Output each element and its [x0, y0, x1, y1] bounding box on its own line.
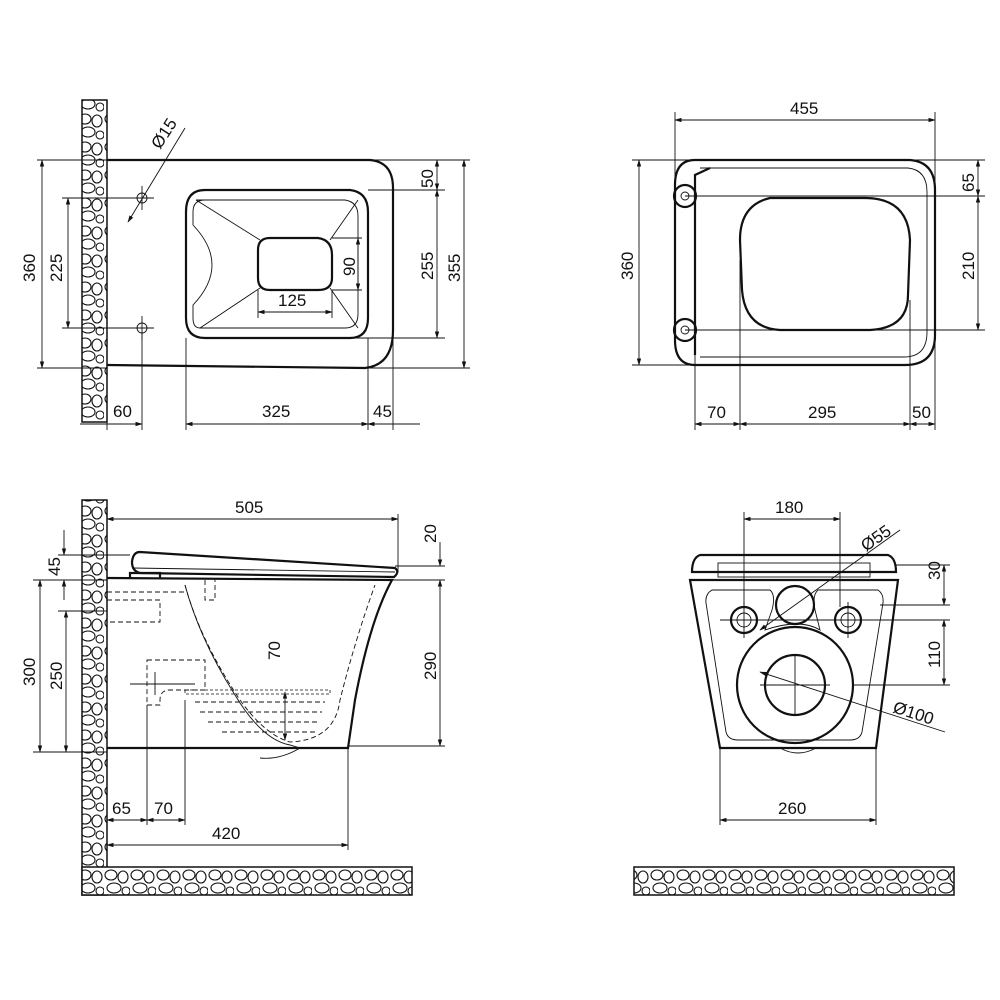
- trap-side: [107, 584, 376, 743]
- water-level: [184, 689, 331, 695]
- dim-bottom-width: 260: [778, 799, 806, 818]
- dim-back-top-offset: 30: [925, 561, 944, 580]
- seat-inner: [693, 167, 711, 355]
- seat-back: [690, 553, 898, 574]
- seat-view: 455 360 65 210 70 295 50: [618, 99, 985, 430]
- dim-inlet-spacing: 180: [775, 498, 803, 517]
- inlet-back: [774, 584, 816, 626]
- dim-outlet-offset: 70: [154, 799, 173, 818]
- dim-inner-width: 255: [418, 252, 437, 280]
- dim-outlet-diameter: Ø100: [891, 698, 936, 729]
- dim-bolt-spacing: 225: [47, 254, 66, 282]
- seat-outline: [673, 158, 937, 367]
- dim-front-dist: 50: [912, 403, 931, 422]
- dim-wall-gap: 60: [113, 402, 132, 421]
- wall-side-view: [81, 499, 108, 896]
- dim-side-total-length: 505: [235, 498, 263, 517]
- outlet-top: [256, 236, 334, 292]
- dim-drain-length: 420: [212, 824, 240, 843]
- dim-seat-height: 45: [45, 557, 64, 576]
- dim-inlet-diameter: Ø55: [857, 521, 894, 555]
- bowl-side-outline: [106, 576, 394, 750]
- dim-outlet-height: 250: [47, 662, 66, 690]
- dim-outlet-depth: 90: [340, 257, 359, 276]
- dim-hole-diameter: Ø15: [147, 115, 180, 152]
- dim-outlet-width: 125: [278, 291, 306, 310]
- dim-hinge-dist: 70: [707, 403, 726, 422]
- back-view: 180 Ø55 30 110 Ø100 260: [633, 498, 955, 896]
- outlet-pipe-side: [107, 599, 206, 706]
- dim-seat-total-length: 455: [790, 99, 818, 118]
- wall-top-view: [81, 99, 108, 423]
- floor-back-view: [633, 866, 955, 896]
- dim-seat-thickness: 20: [421, 524, 440, 543]
- seat-opening: [738, 196, 912, 332]
- dim-outer-width: 355: [445, 254, 464, 282]
- dim-hinge-offset: 65: [959, 173, 978, 192]
- dim-seat-length: 295: [808, 403, 836, 422]
- dim-bowl-length: 325: [262, 402, 290, 421]
- floor-side-view: [81, 866, 413, 896]
- dim-seat-total-width: 360: [618, 252, 637, 280]
- side-view: 505 20 45 300 250 290 70 65 70 420: [20, 498, 445, 896]
- dim-inlet-to-outlet: 110: [925, 641, 944, 668]
- dim-front-gap: 45: [373, 402, 392, 421]
- dim-bolt-height: 300: [20, 658, 39, 686]
- top-view: Ø15 360 225 50 255 355 90 125 60: [20, 99, 470, 430]
- dim-wall-offset: 65: [112, 799, 131, 818]
- dim-total-width: 360: [20, 254, 39, 282]
- dim-bowl-height: 290: [421, 652, 440, 680]
- dim-seat-width: 210: [959, 252, 978, 280]
- bowl-outline-top: [106, 158, 395, 370]
- seat-lid-side: [130, 550, 399, 579]
- dim-top-offset: 50: [418, 169, 437, 188]
- dim-water-depth: 70: [265, 641, 284, 660]
